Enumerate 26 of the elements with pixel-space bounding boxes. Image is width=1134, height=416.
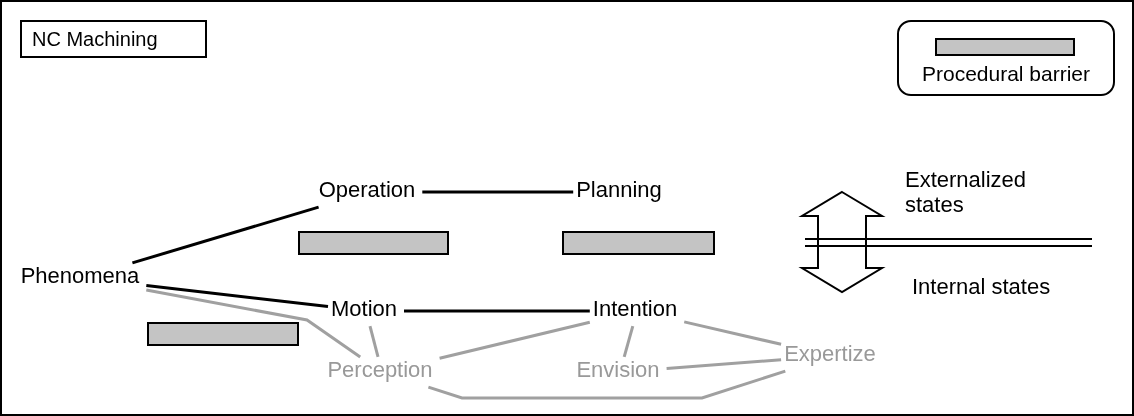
connector-line <box>666 358 782 370</box>
connector-line <box>131 205 320 265</box>
procedural-barrier <box>562 231 715 255</box>
connector-line <box>422 190 574 194</box>
connector-line <box>683 320 782 346</box>
connector-line <box>368 325 380 358</box>
state-label: Internal states <box>912 274 1052 300</box>
node-label: Operation <box>314 175 420 205</box>
legend-label: Procedural barrier <box>920 62 1092 86</box>
node-label: Motion <box>327 294 401 324</box>
node-label: Perception <box>323 355 437 385</box>
state-label: Externalized states <box>905 167 1028 218</box>
connector-line <box>622 325 635 358</box>
node-label: Expertize <box>780 339 880 369</box>
node-label: Intention <box>588 294 682 324</box>
connector-line <box>427 369 786 400</box>
procedural-barrier <box>298 231 449 255</box>
heading-box: NC Machining <box>20 20 207 58</box>
node-label: Phenomena <box>16 261 144 291</box>
connector-line <box>146 288 362 359</box>
procedural-barrier <box>147 322 299 346</box>
node-label: Planning <box>572 175 666 205</box>
connector-line <box>439 320 591 360</box>
connector-line <box>146 284 329 309</box>
node-label: Envision <box>572 355 664 385</box>
connector-line <box>404 309 590 313</box>
